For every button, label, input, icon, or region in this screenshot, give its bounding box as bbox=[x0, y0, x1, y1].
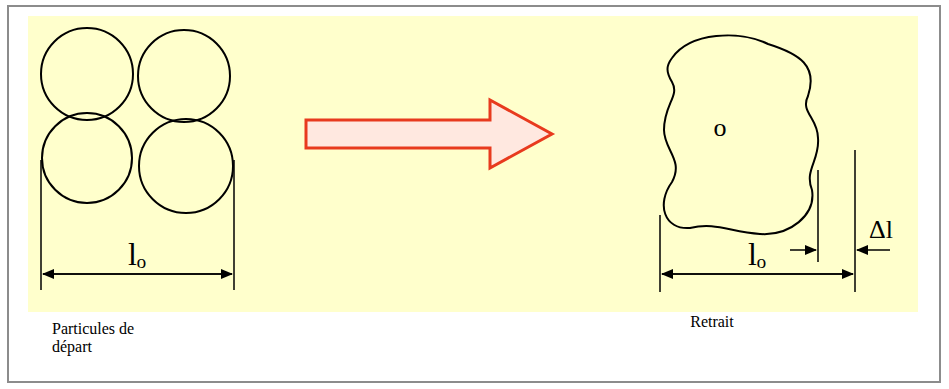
process-arrow bbox=[306, 100, 552, 168]
caption-text: Particules de départ bbox=[52, 320, 142, 355]
dimension-lines bbox=[41, 150, 890, 292]
caption-text: Retrait bbox=[690, 313, 734, 331]
dimension-label: lₒ bbox=[128, 237, 146, 272]
starting-particles bbox=[41, 28, 233, 213]
center-mark: o bbox=[714, 114, 727, 143]
dimension-label: Δl bbox=[869, 216, 893, 245]
sintered-body bbox=[664, 35, 818, 234]
dimension-label: lₒ bbox=[748, 237, 766, 272]
frame bbox=[8, 6, 940, 382]
background-panel bbox=[28, 16, 918, 312]
